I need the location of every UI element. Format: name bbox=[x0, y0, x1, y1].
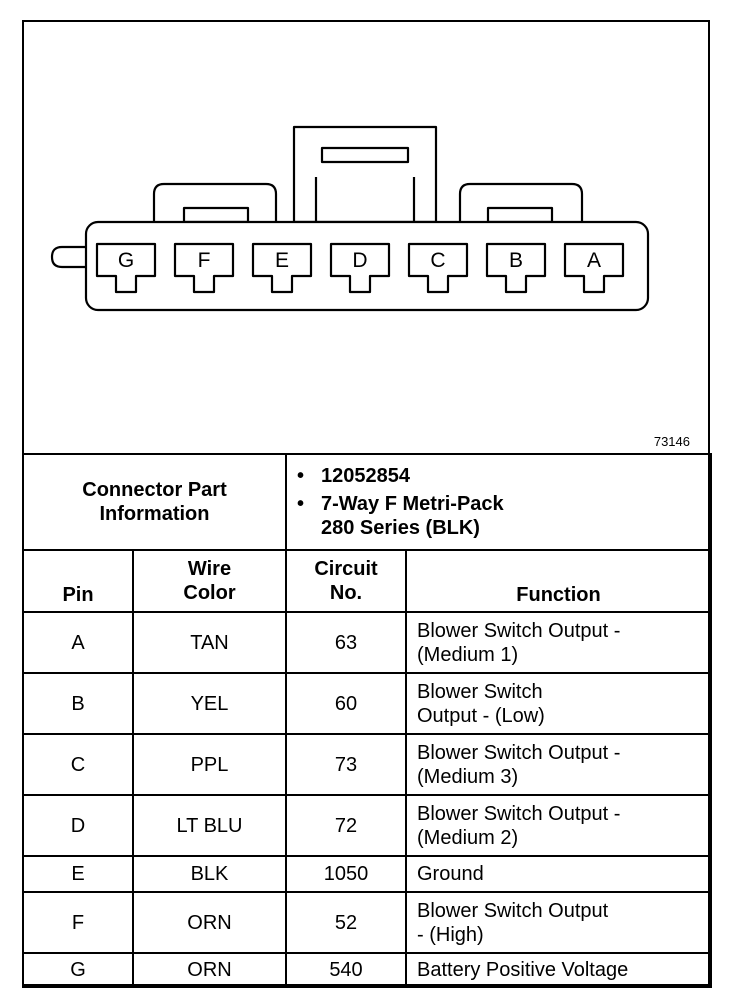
pin-cavity-e: E bbox=[251, 242, 313, 294]
cell-function: Blower Switch Output -(Medium 1) bbox=[405, 611, 712, 674]
cell-function: Blower Switch Output -(Medium 3) bbox=[405, 733, 712, 796]
pin-label: A bbox=[587, 249, 601, 272]
connector-info-row: Connector Part Information • 12052854 • … bbox=[22, 453, 712, 551]
header-pin: Pin bbox=[22, 549, 134, 613]
table-row: F ORN 52 Blower Switch Output- (High) bbox=[22, 891, 712, 954]
connector-info-item: • 7-Way F Metri-Pack 280 Series (BLK) bbox=[297, 493, 504, 539]
header-wire-color: Wire Color bbox=[132, 549, 287, 613]
cell-wire-color: BLK bbox=[132, 855, 287, 893]
cell-pin: C bbox=[22, 733, 134, 796]
cell-function: Ground bbox=[405, 855, 712, 893]
cell-circuit: 52 bbox=[285, 891, 407, 954]
pin-label: E bbox=[275, 249, 289, 272]
pin-label: G bbox=[118, 249, 134, 272]
cell-pin: D bbox=[22, 794, 134, 857]
cell-wire-color: ORN bbox=[132, 952, 287, 988]
pinout-table: Connector Part Information • 12052854 • … bbox=[22, 453, 712, 988]
cell-wire-color: TAN bbox=[132, 611, 287, 674]
table-header-row: Pin Wire Color Circuit No. Function bbox=[22, 549, 712, 613]
pin-cavity-a: A bbox=[563, 242, 625, 294]
pin-label: C bbox=[430, 249, 445, 272]
diagram-id-label: 73146 bbox=[653, 434, 690, 449]
table-row: E BLK 1050 Ground bbox=[22, 855, 712, 893]
pin-cavity-b: B bbox=[485, 242, 547, 294]
table-row: C PPL 73 Blower Switch Output -(Medium 3… bbox=[22, 733, 712, 796]
cell-pin: F bbox=[22, 891, 134, 954]
cell-pin: E bbox=[22, 855, 134, 893]
table-row: G ORN 540 Battery Positive Voltage bbox=[22, 952, 712, 988]
cell-function: Battery Positive Voltage bbox=[405, 952, 712, 988]
cell-circuit: 60 bbox=[285, 672, 407, 735]
cell-pin: B bbox=[22, 672, 134, 735]
cell-circuit: 72 bbox=[285, 794, 407, 857]
cell-wire-color: YEL bbox=[132, 672, 287, 735]
cell-circuit: 540 bbox=[285, 952, 407, 988]
pin-label: B bbox=[509, 249, 523, 272]
header-function: Function bbox=[405, 549, 712, 613]
pin-cavity-c: C bbox=[407, 242, 469, 294]
cell-function: Blower Switch Output- (High) bbox=[405, 891, 712, 954]
connector-top-slot bbox=[320, 146, 410, 164]
table-row: A TAN 63 Blower Switch Output -(Medium 1… bbox=[22, 611, 712, 674]
cell-pin: G bbox=[22, 952, 134, 988]
cell-wire-color: PPL bbox=[132, 733, 287, 796]
connector-info-title: Connector Part Information bbox=[22, 453, 287, 551]
pin-label: D bbox=[352, 249, 367, 272]
connector-left-bump bbox=[152, 182, 278, 222]
header-circuit-no: Circuit No. bbox=[285, 549, 407, 613]
cell-circuit: 63 bbox=[285, 611, 407, 674]
pin-cavity-d: D bbox=[329, 242, 391, 294]
connector-right-bump bbox=[458, 182, 584, 222]
cell-pin: A bbox=[22, 611, 134, 674]
connector-info-list: • 12052854 • 7-Way F Metri-Pack 280 Seri… bbox=[285, 453, 712, 551]
pin-label: F bbox=[198, 249, 211, 272]
cell-wire-color: ORN bbox=[132, 891, 287, 954]
cell-function: Blower Switch Output -(Medium 2) bbox=[405, 794, 712, 857]
cell-circuit: 73 bbox=[285, 733, 407, 796]
connector-info-item: • 12052854 bbox=[297, 465, 410, 487]
pin-cavity-g: G bbox=[95, 242, 157, 294]
pin-cavity-f: F bbox=[173, 242, 235, 294]
cell-wire-color: LT BLU bbox=[132, 794, 287, 857]
cell-circuit: 1050 bbox=[285, 855, 407, 893]
table-row: D LT BLU 72 Blower Switch Output -(Mediu… bbox=[22, 794, 712, 857]
connector-latch-tab bbox=[50, 245, 86, 269]
